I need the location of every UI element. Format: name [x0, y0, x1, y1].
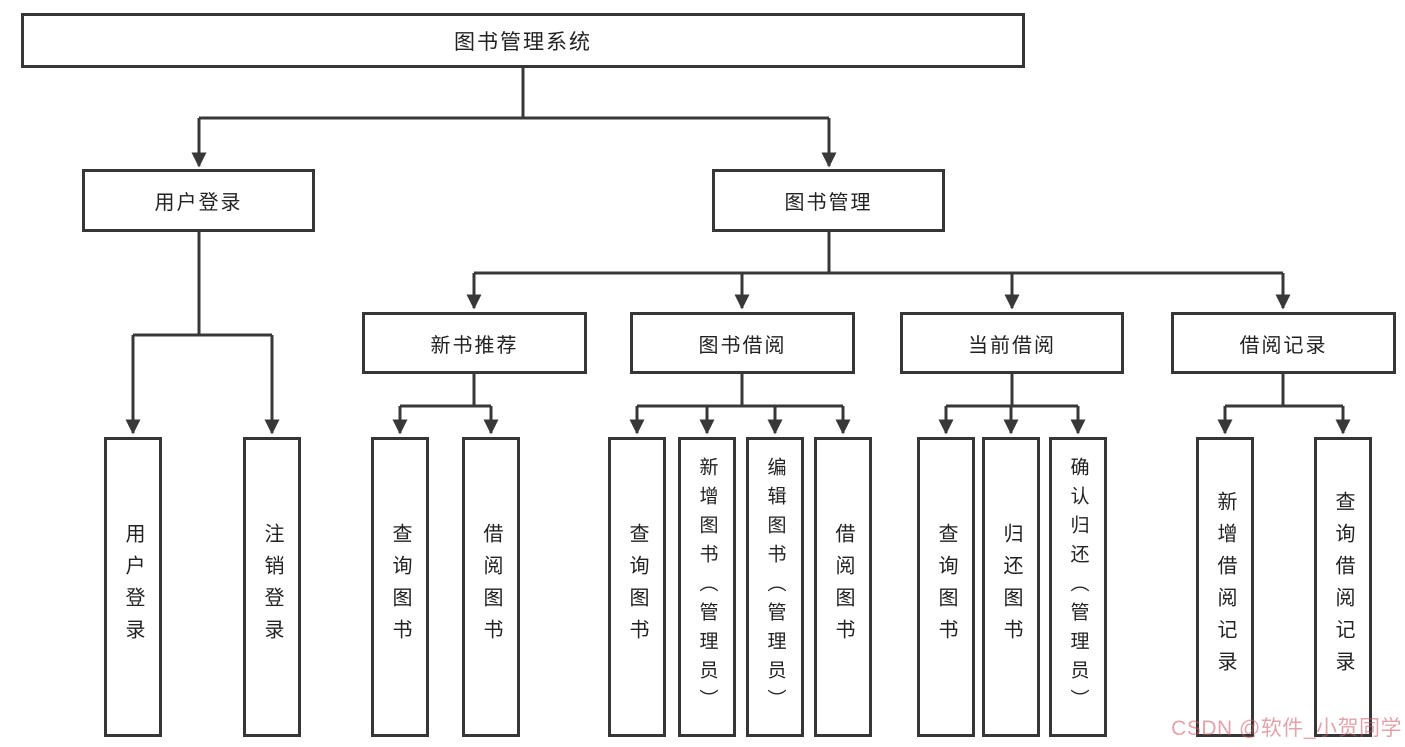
node-user-login-branch: 用户登录: [82, 169, 315, 232]
leaf-return-books: 归还图书: [982, 437, 1040, 737]
leaf-borrow-books: 借阅图书: [814, 437, 872, 737]
node-current-borrowing: 当前借阅: [900, 312, 1124, 374]
node-new-book-recommend: 新书推荐: [362, 312, 587, 374]
leaf-user-login: 用户登录: [104, 437, 162, 737]
leaf-confirm-return-admin: 确认归还（管理员）: [1049, 437, 1107, 737]
node-borrowing-records: 借阅记录: [1171, 312, 1396, 374]
csdn-watermark: CSDN @软件_小贺同学: [1171, 717, 1402, 740]
leaf-add-borrow-record: 新增借阅记录: [1196, 437, 1254, 737]
leaf-query-books-borrowing: 查询图书: [608, 437, 666, 737]
leaf-query-borrow-record: 查询借阅记录: [1314, 437, 1372, 737]
node-book-borrowing: 图书借阅: [630, 312, 855, 374]
leaf-query-books-current: 查询图书: [917, 437, 975, 737]
leaf-borrow-books-recommend: 借阅图书: [462, 437, 520, 737]
node-library-management-system: 图书管理系统: [21, 13, 1025, 68]
leaf-add-books-admin: 新增图书（管理员）: [678, 437, 736, 737]
node-book-management-branch: 图书管理: [712, 169, 945, 232]
leaf-edit-books-admin: 编辑图书（管理员）: [746, 437, 804, 737]
leaf-logout: 注销登录: [243, 437, 301, 737]
leaf-query-books-recommend: 查询图书: [371, 437, 429, 737]
